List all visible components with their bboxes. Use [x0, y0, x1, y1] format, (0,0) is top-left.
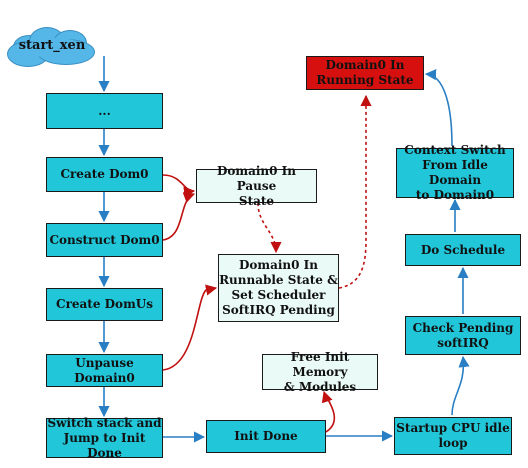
- arrow-startup-to-check: [451, 355, 470, 416]
- arrow-create-to-pause: [162, 174, 196, 198]
- check-pending-box: Check Pending softIRQ: [405, 316, 521, 355]
- context-switch-box: Context Switch From Idle Domain to Domai…: [396, 143, 514, 202]
- start-cloud: start_xen: [8, 28, 96, 66]
- domain0-pause-box: Domain0 In Pause State: [196, 164, 317, 208]
- arrow-unpause-to-runnable: [162, 284, 218, 371]
- arrow-context-to-running: [424, 68, 453, 147]
- init-done-box: Init Done: [206, 420, 326, 453]
- create-dom0-box: Create Dom0: [46, 157, 163, 192]
- free-init-memory-box: Free Init Memory & Modules: [262, 350, 378, 394]
- arrow-initdone-to-freemem: [321, 390, 336, 433]
- construct-dom0-box: Construct Dom0: [46, 223, 163, 257]
- arrow-runnable-to-running: [338, 94, 372, 289]
- switch-stack-box: Switch stack and Jump to Init Done: [46, 415, 163, 460]
- start-label: start_xen: [18, 37, 86, 53]
- ellipsis-box: ...: [46, 93, 163, 129]
- unpause-domain0-box: Unpause Domain0: [46, 354, 163, 387]
- do-schedule-box: Do Schedule: [405, 234, 521, 266]
- domain0-running-box: Domain0 In Running State: [306, 56, 424, 90]
- arrow-construct-to-pause: [162, 192, 196, 241]
- domain0-runnable-box: Domain0 In Runnable State & Set Schedule…: [218, 254, 339, 322]
- create-domus-box: Create DomUs: [46, 288, 163, 321]
- arrow-pause-to-runnable: [257, 202, 282, 254]
- startup-cpu-idle-box: Startup CPU idle loop: [394, 417, 512, 455]
